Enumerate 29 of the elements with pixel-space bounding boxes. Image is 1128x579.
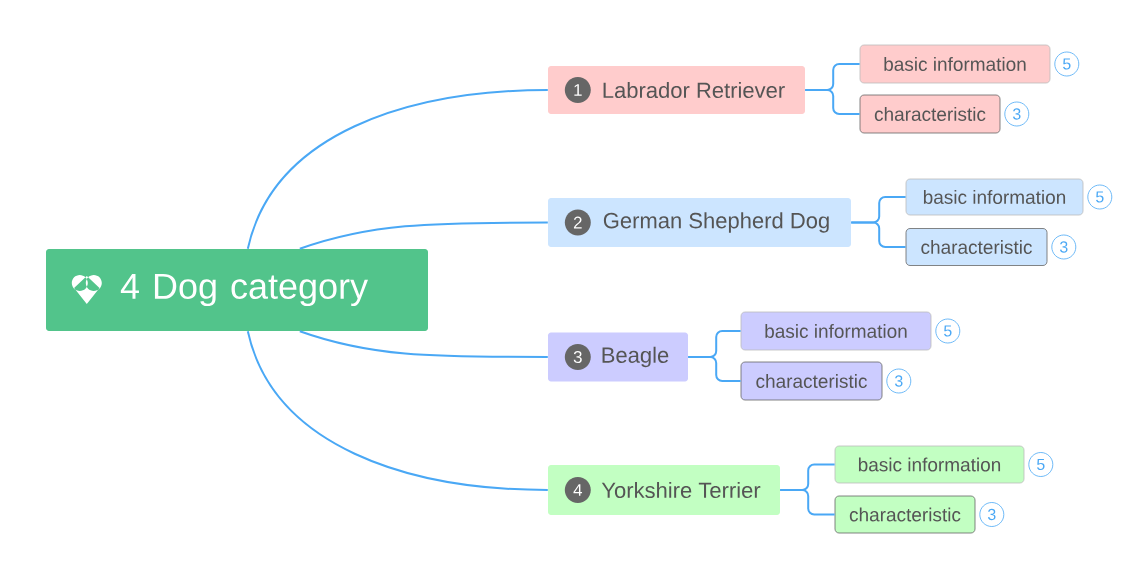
number-badge: 2 (564, 209, 591, 236)
subtopic-box: basic information (740, 311, 932, 351)
subtopic-box: basic information (859, 44, 1051, 84)
number-badge: 3 (564, 344, 591, 370)
connector (246, 89, 549, 250)
connector (298, 221, 549, 250)
connector (246, 330, 549, 491)
count-badge: 5 (935, 318, 961, 344)
connector (298, 330, 549, 358)
connector (804, 89, 861, 115)
connector (687, 356, 742, 382)
count-badge: 3 (1051, 234, 1077, 260)
connector (850, 221, 907, 248)
count-badge: 5 (1028, 452, 1054, 477)
connector (779, 489, 836, 516)
subtopic-box: basic information (905, 178, 1084, 216)
count-badge: 3 (979, 502, 1005, 527)
subtopic-box: characteristic (740, 361, 883, 401)
count-badge: 5 (1054, 51, 1080, 77)
subtopic-box: basic information (834, 445, 1025, 484)
subtopic-box: characteristic (834, 495, 976, 534)
count-badge: 3 (886, 368, 912, 394)
topic-box: 4 Dog category (46, 249, 428, 331)
subtopic-box: characteristic (859, 94, 1001, 134)
number-badge: 4 (564, 477, 591, 503)
count-badge: 3 (1004, 101, 1030, 127)
subtopic-box: characteristic (905, 228, 1048, 266)
count-badge: 5 (1087, 184, 1113, 210)
number-badge: 1 (564, 77, 591, 103)
